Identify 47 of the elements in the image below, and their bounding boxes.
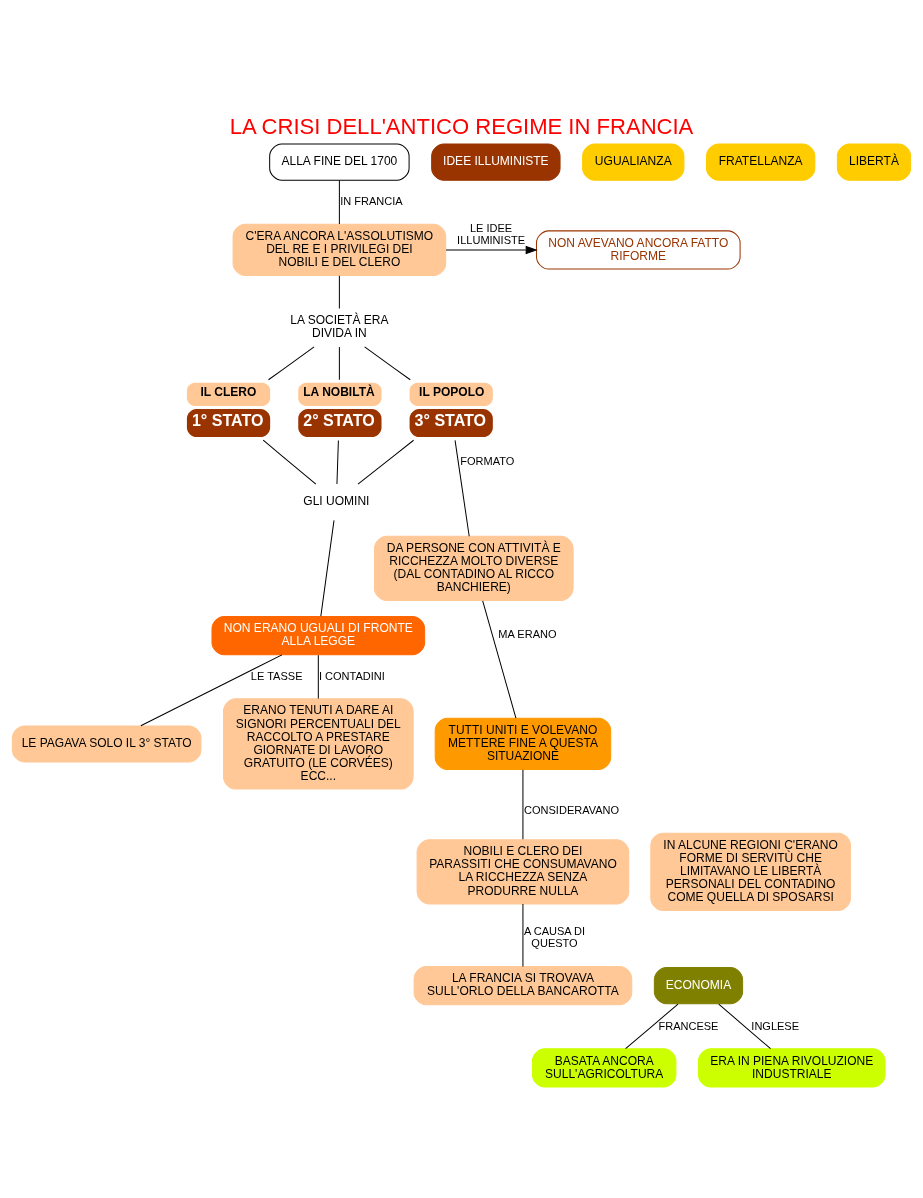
connector: [338, 345, 340, 380]
node-box: ERANO TENUTI A DARE AI SIGNORI PERCENTUALI DEL RACCOLTO A PRESTARE GIORNATE DI LAVORO GRATUITO (LE CORVÉES) ECC...: [223, 697, 414, 790]
connector: [357, 439, 415, 485]
node-box: NOBILI E CLERO DEI PARASSITI CHE CONSUMAVANO LA RICCHEZZA SENZA PRODURRE NULLA: [416, 838, 630, 904]
connector: [625, 1003, 679, 1049]
node-box: NON ERANO UGUALI DI FRONTE ALLA LEGGE: [211, 615, 426, 655]
edge-label: I CONTADINI: [318, 669, 385, 682]
edge-label: FRANCESE: [658, 1019, 719, 1032]
connector: [320, 519, 335, 617]
node-box: DA PERSONE CON ATTIVITÀ E RICCHEZZA MOLTO DIVERSE (DAL CONTADINO AL RICCO BANCHIERE): [374, 535, 574, 601]
connector: [482, 599, 517, 719]
node-text: LA SOCIETÀ ERA DIVIDA IN: [290, 312, 389, 340]
connector: [364, 345, 411, 380]
connector: [718, 1003, 772, 1049]
edge-label: MA ERANO: [498, 627, 557, 640]
diagram-title: LA CRISI DELL'ANTICO REGIME IN FRANCIA: [229, 113, 694, 139]
edge-label: LE IDEE ILLUMINISTE: [457, 221, 526, 246]
connector: [338, 274, 340, 309]
edge-label: IN FRANCIA: [340, 194, 403, 207]
connector: [140, 653, 283, 726]
edge-label: FORMATO: [460, 454, 515, 467]
node-box: NON AVEVANO ANCORA FATTO RIFORME: [536, 229, 741, 269]
node-box: TUTTI UNITI E VOLEVANO METTERE FINE A QUESTA SITUAZIONE: [434, 717, 612, 770]
node-box: UGUALIANZA: [582, 143, 685, 181]
node-box: ERA IN PIENA RIVOLUZIONE INDUSTRIALE: [697, 1047, 886, 1087]
node-box: FRATELLANZA: [706, 143, 816, 181]
node-box: BASATA ANCORA SULL'AGRICOLTURA: [531, 1047, 677, 1087]
connector: [268, 345, 315, 380]
connector: [262, 439, 317, 485]
node-box: ECONOMIA: [653, 966, 744, 1004]
node-box: C'ERA ANCORA L'ASSOLUTISMO DEL RE E I PRIVILEGI DEI NOBILI E DEL CLERO: [232, 223, 447, 276]
node-box: IN ALCUNE REGIONI C'ERANO FORME DI SERVITÙ CHE LIMITAVANO LE LIBERTÀ PERSONALI DEL CONTADINO COME QUELLA DI SPOSARSI: [650, 832, 851, 911]
node-text: GLI UOMINI: [303, 493, 370, 508]
edge-label: CONSIDERAVANO: [524, 803, 620, 816]
edge-label: INGLESE: [751, 1019, 800, 1032]
connector: [336, 439, 339, 484]
node-box: ALLA FINE DEL 1700: [269, 143, 410, 181]
connector: [317, 654, 319, 699]
connector: [454, 439, 470, 537]
node-box: LIBERTÀ: [836, 143, 912, 181]
arrow: [445, 245, 537, 254]
node-box: LE PAGAVA SOLO IL 3° STATO: [11, 724, 202, 762]
edge-label: LE TASSE: [250, 669, 303, 682]
edge-label: A CAUSA DI QUESTO: [523, 924, 586, 949]
connector: [338, 179, 340, 225]
node-box: IDEE ILLUMINISTE: [431, 143, 561, 181]
node-box: LA FRANCIA SI TROVAVA SULL'ORLO DELLA BANCAROTTA: [413, 965, 633, 1005]
